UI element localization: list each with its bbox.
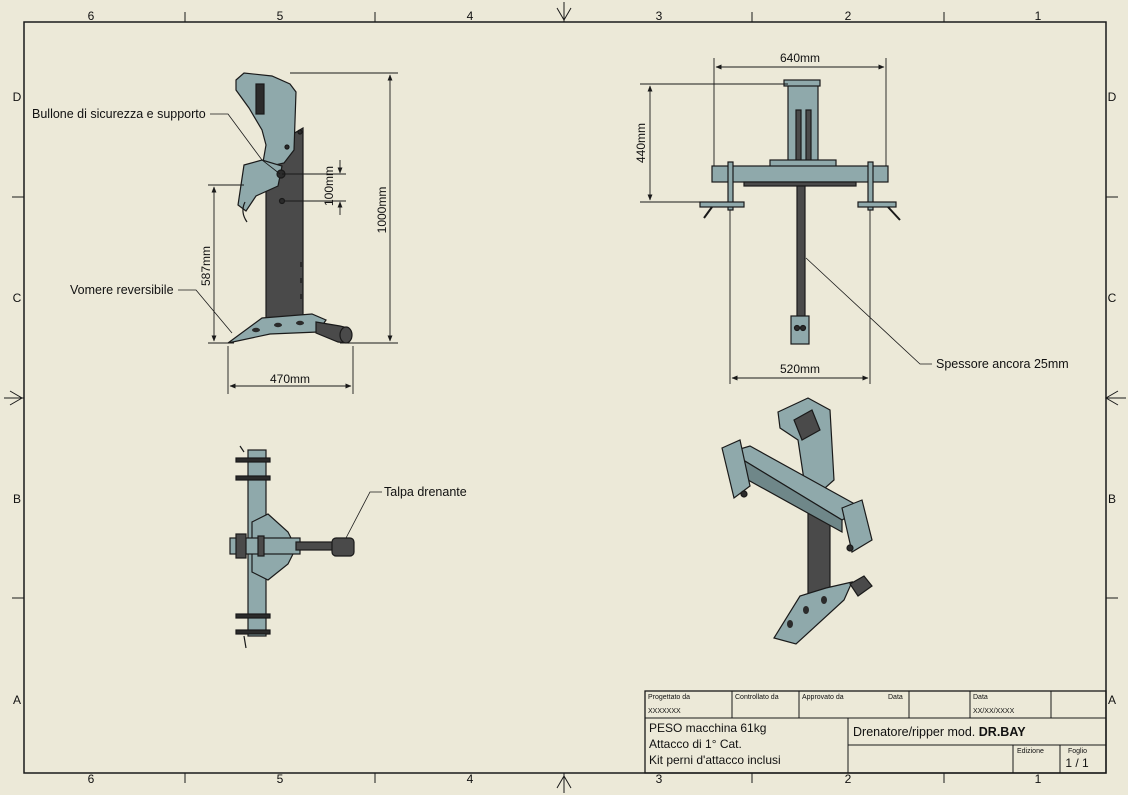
zone-col-6-bottom: 6 [88, 772, 95, 786]
zone-row-labels-right: D C B A [1108, 90, 1117, 707]
tb-sheet-label: Foglio [1068, 748, 1087, 755]
tb-note-hitch: Attacco di 1° Cat. [649, 737, 742, 751]
zone-col-1-bottom: 1 [1035, 772, 1042, 786]
zone-col-3: 3 [656, 9, 663, 23]
dim-side-base-width: 470mm [270, 372, 310, 386]
front-view-dimensions [640, 58, 887, 384]
side-view-share [227, 313, 327, 344]
top-view-leader [345, 491, 382, 539]
top-view-shank [295, 541, 335, 551]
iso-share [773, 581, 854, 645]
zone-row-c-right: C [1108, 291, 1117, 305]
zone-col-3-bottom: 3 [656, 772, 663, 786]
zone-row-d-right: D [1108, 90, 1117, 104]
tb-title: Drenatore/ripper mod. DR.BAY [853, 725, 1026, 739]
front-view-leader [805, 257, 932, 365]
dim-side-hole-spacing: 100mm [322, 166, 336, 206]
zone-col-4-bottom: 4 [467, 772, 474, 786]
dim-bottom-width: 520mm [780, 362, 820, 376]
side-view-leaders [178, 113, 281, 334]
callout-anchor-thickness: Spessore ancora 25mm [936, 357, 1069, 371]
tb-date-label-2: Data [973, 694, 988, 701]
callout-reversible-share: Vomere reversibile [70, 283, 174, 297]
side-view-dimensions [208, 72, 398, 394]
zone-column-labels-bottom: 6 5 4 3 2 1 [88, 772, 1042, 786]
tb-edition-label: Edizione [1017, 748, 1044, 755]
dim-top-height: 440mm [634, 123, 648, 163]
side-view-link-plate [237, 159, 283, 212]
side-view [227, 72, 353, 344]
zone-col-2: 2 [845, 9, 852, 23]
zone-row-labels-left: D C B A [13, 90, 22, 707]
isometric-view [721, 397, 873, 645]
iso-mole [849, 575, 873, 597]
tb-approved-by-label: Approvato da [802, 694, 844, 701]
zone-col-5-bottom: 5 [277, 772, 284, 786]
front-view-shank [796, 185, 806, 319]
zone-row-b-right: B [1108, 492, 1116, 506]
zone-col-1: 1 [1035, 9, 1042, 23]
zone-row-a: A [13, 693, 21, 707]
top-view-mole [331, 537, 355, 557]
tb-note-weight: PESO macchina 61kg [649, 721, 766, 735]
front-view [699, 79, 901, 345]
callout-mole-drain: Talpa drenante [384, 485, 467, 499]
tb-designed-by-label: Progettato da [648, 694, 690, 701]
tb-designed-by-value: XXXXXXX [648, 708, 681, 715]
zone-col-6: 6 [88, 9, 95, 23]
dim-top-width: 640mm [780, 51, 820, 65]
zone-row-c: C [13, 291, 22, 305]
front-view-mast [787, 83, 819, 167]
tb-title-prefix: Drenatore/ripper mod. [853, 725, 975, 739]
tb-note-pins: Kit perni d'attacco inclusi [649, 753, 781, 767]
tb-sheet-value: 1 / 1 [1065, 756, 1089, 770]
zone-col-5: 5 [277, 9, 284, 23]
zone-column-labels-top: 6 5 4 3 2 1 [88, 9, 1042, 23]
zone-row-a-right: A [1108, 693, 1116, 707]
sheet-frame [4, 2, 1126, 793]
zone-row-b: B [13, 492, 21, 506]
dim-side-lower-height: 587mm [199, 246, 213, 286]
side-view-headstock [235, 72, 297, 169]
tb-date-value: XX/XX/XXXX [973, 708, 1015, 715]
tb-date-label-1: Data [888, 694, 903, 701]
zone-col-2-bottom: 2 [845, 772, 852, 786]
zone-row-d: D [13, 90, 22, 104]
title-block [644, 690, 1107, 774]
top-view [229, 445, 355, 649]
front-view-share [790, 315, 810, 345]
tb-title-model: DR.BAY [979, 725, 1026, 739]
zone-col-4: 4 [467, 9, 474, 23]
front-view-crossbar [711, 165, 889, 183]
dim-side-total-height: 1000mm [375, 187, 389, 234]
tb-checked-by-label: Controllato da [735, 694, 779, 701]
callout-safety-bolt: Bullone di sicurezza e supporto [32, 107, 206, 121]
